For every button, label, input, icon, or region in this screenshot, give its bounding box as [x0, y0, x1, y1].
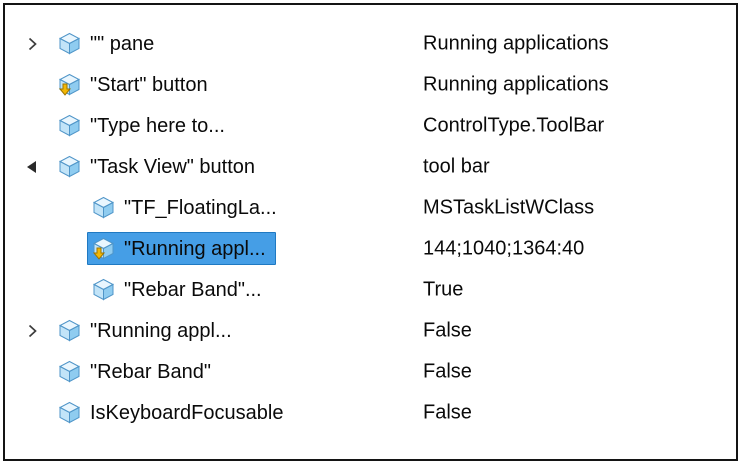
tree-row-value: False	[423, 360, 472, 382]
tree-row[interactable]: "Task View" button tool bar	[5, 146, 736, 187]
chevron-right-icon[interactable]	[19, 36, 53, 52]
cube-icon	[92, 278, 115, 301]
cube-icon	[58, 360, 81, 383]
chevron-right-icon[interactable]	[19, 323, 53, 339]
row-content[interactable]: "Running appl...	[87, 232, 276, 265]
row-content[interactable]: "Task View" button	[53, 150, 265, 183]
tree-row-label: "Type here to...	[90, 114, 225, 137]
tree-row-value: tool bar	[423, 155, 490, 177]
cube-icon	[58, 155, 81, 178]
tree-row[interactable]: "Start" button Running applications	[5, 64, 736, 105]
row-content[interactable]: "Start" button	[53, 68, 218, 101]
indent-spacer	[19, 289, 53, 290]
row-content[interactable]: "" pane	[53, 27, 164, 60]
cube-arrow-icon	[92, 237, 115, 260]
cube-icon	[58, 401, 81, 424]
tree-row-label: "Task View" button	[90, 155, 256, 178]
tree-row[interactable]: "Rebar Band" False	[5, 351, 736, 392]
tree-row-value: Running applications	[423, 73, 609, 95]
triangle-expanded-icon[interactable]	[19, 160, 53, 173]
indent-spacer	[19, 207, 53, 208]
tree-row-label: "TF_FloatingLa...	[124, 196, 277, 219]
tree-row[interactable]: "" pane Running applications	[5, 23, 736, 64]
cube-icon	[58, 114, 81, 137]
tree-row[interactable]: "Running appl... False	[5, 310, 736, 351]
tree-row-label: IsKeyboardFocusable	[90, 401, 284, 424]
tree-row-value: False	[423, 401, 472, 423]
tree-row[interactable]: "Running appl... 144;1040;1364:40	[5, 228, 736, 269]
tree-row-value: ControlType.ToolBar	[423, 114, 605, 136]
tree-row-value: True	[423, 278, 464, 300]
tree-row-value: 144;1040;1364:40	[423, 237, 585, 259]
tree-row-value: MSTaskListWClass	[423, 196, 595, 218]
row-content[interactable]: "Rebar Band"...	[87, 273, 272, 306]
cube-icon	[58, 32, 81, 55]
tree-row-value: Running applications	[423, 32, 609, 54]
tree-row-label: "Running appl...	[90, 319, 232, 342]
tree-row[interactable]: "Rebar Band"... True	[5, 269, 736, 310]
tree-row-label: "Rebar Band"	[90, 360, 211, 383]
row-content[interactable]: "Type here to...	[53, 109, 235, 142]
tree-row-value: False	[423, 319, 472, 341]
cube-arrow-icon	[58, 73, 81, 96]
cube-icon	[92, 196, 115, 219]
tree-row-label: "Running appl...	[124, 237, 266, 260]
tree-row[interactable]: IsKeyboardFocusable False	[5, 392, 736, 433]
tree-row[interactable]: "Type here to... ControlType.ToolBar	[5, 105, 736, 146]
tree-row-label: "Rebar Band"...	[124, 278, 262, 301]
tree-row-label: "" pane	[90, 32, 155, 55]
row-content[interactable]: "Rebar Band"	[53, 355, 221, 388]
tree-row[interactable]: "TF_FloatingLa... MSTaskListWClass	[5, 187, 736, 228]
row-content[interactable]: IsKeyboardFocusable	[53, 396, 293, 429]
cube-icon	[58, 319, 81, 342]
row-content[interactable]: "Running appl...	[53, 314, 242, 347]
tree-row-label: "Start" button	[90, 73, 208, 96]
indent-spacer	[19, 248, 53, 249]
row-content[interactable]: "TF_FloatingLa...	[87, 191, 287, 224]
